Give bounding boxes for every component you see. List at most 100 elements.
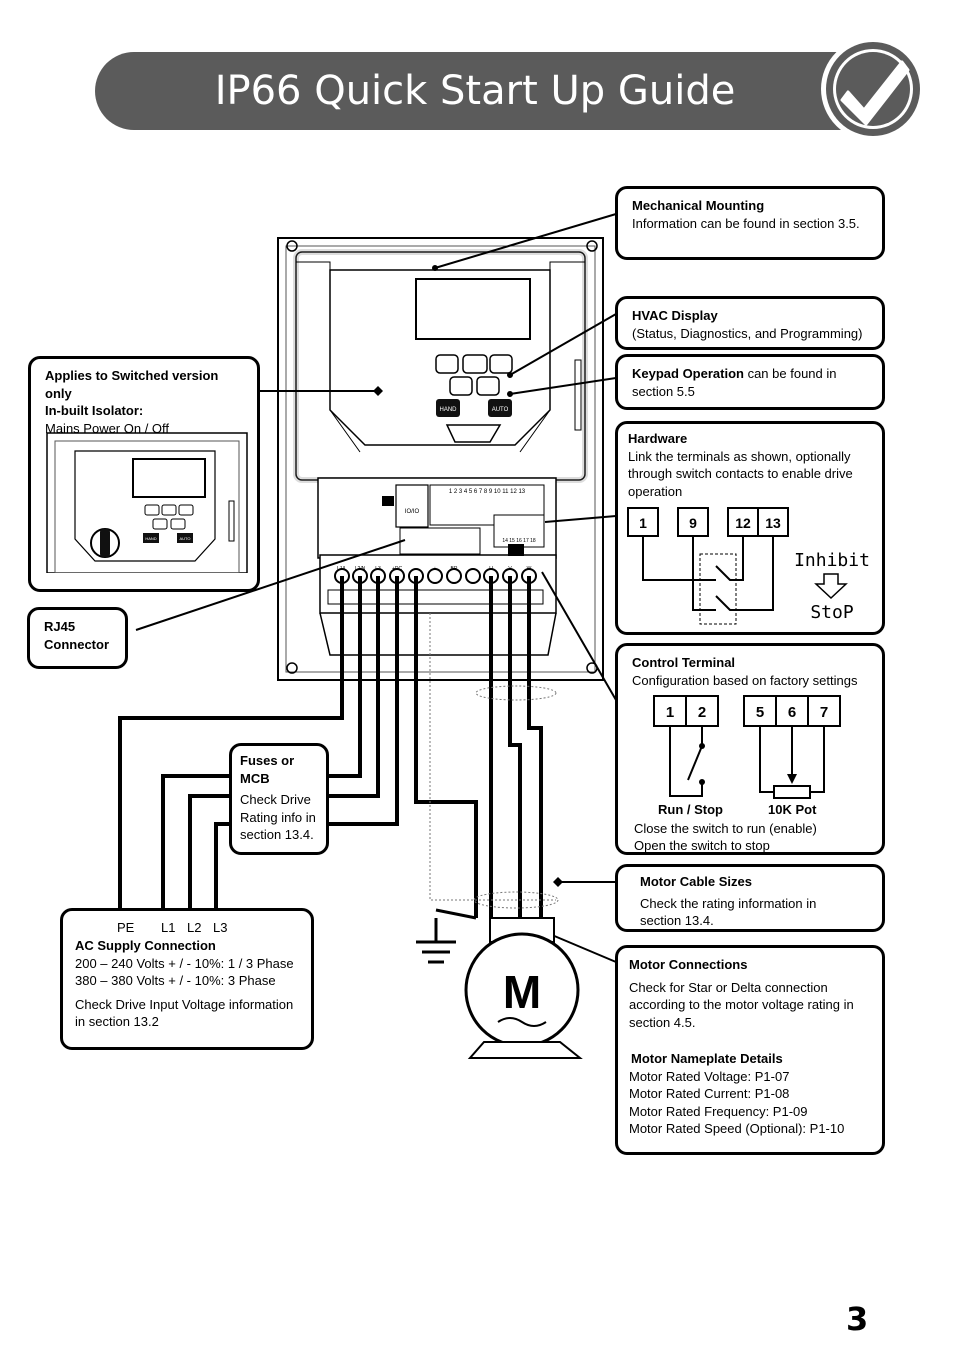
isolator-title: Applies to Switched version only	[45, 368, 219, 401]
keypad-title: Keypad Operation	[632, 366, 744, 381]
fuses-line: Rating info in	[240, 809, 316, 825]
isolator-text: Mains Power On / Off	[45, 420, 170, 436]
motor-cable-callout: Motor Cable Sizes Check the rating infor…	[615, 864, 885, 932]
ac-supply-line2: 380 – 380 Volts + / - 10%: 3 Phase	[75, 973, 276, 988]
terminal-label: W	[527, 566, 532, 572]
keypad-text: can be found in	[743, 366, 837, 381]
mechanical-title: Mechanical Mounting	[632, 198, 765, 213]
io-logo: IO/IO	[405, 509, 420, 515]
checkmark-icon	[821, 37, 925, 141]
ac-supply-title: AC Supply Connection	[75, 938, 216, 953]
ground-icon	[416, 908, 477, 964]
l2-label: L2	[187, 920, 202, 935]
lower-terminal-numbers: 14 15 16 17 18	[502, 538, 536, 544]
ac-supply-line4: in section 13.2	[75, 1014, 159, 1029]
motor-conn-line: according to the motor voltage rating in	[629, 997, 854, 1012]
rj45-line1: RJ45	[44, 619, 76, 634]
isolator-callout: Applies to Switched version only In-buil…	[28, 356, 260, 592]
terminal-screw	[446, 568, 462, 584]
fuses-line: section 13.4.	[240, 827, 314, 842]
header-banner: IP66 Quick Start Up Guide	[95, 52, 895, 130]
terminal-screw	[427, 568, 443, 584]
motor-screen	[429, 613, 559, 909]
control-text: Configuration based on factory settings	[632, 672, 858, 688]
terminal-label: –	[472, 566, 475, 572]
control-wiring-diagram: 1 2 5 6 7	[653, 695, 841, 799]
ac-supply-callout: PE L1 L2 L3 AC Supply Connection 200 – 2…	[60, 908, 314, 1050]
ctl-terminal-6: 6	[788, 704, 796, 721]
motor: M	[464, 917, 583, 1059]
control-line1: Close the switch to run (enable)	[634, 821, 817, 836]
terminal-label: L1/L	[337, 566, 347, 572]
rj45-callout: RJ45 Connector	[27, 607, 128, 669]
page-title: IP66 Quick Start Up Guide	[214, 68, 736, 114]
ac-supply-line1: 200 – 240 Volts + / - 10%: 1 / 3 Phase	[75, 955, 294, 971]
hvac-text: (Status, Diagnostics, and Programming)	[632, 325, 863, 341]
leader-lines	[135, 213, 617, 963]
motor-conn-title: Motor Connections	[629, 957, 748, 972]
hardware-title: Hardware	[628, 431, 688, 446]
nameplate-item: Motor Rated Voltage: P1-07	[629, 1068, 790, 1084]
ac-supply-line3: Check Drive Input Voltage information	[75, 996, 294, 1012]
isolator-auto-key: AUTO	[179, 536, 190, 541]
pot-label: 10K Pot	[768, 802, 817, 817]
terminal-label: U	[489, 566, 493, 572]
ctl-terminal-5: 5	[756, 704, 764, 721]
hvac-title: HVAC Display	[632, 308, 718, 323]
terminal-label: L3	[375, 566, 381, 572]
motor-cable-title: Motor Cable Sizes	[640, 874, 752, 889]
motor-conn-line: section 4.5.	[629, 1014, 696, 1030]
ctl-terminal-7: 7	[820, 704, 828, 721]
control-line2: Open the switch to stop	[634, 838, 770, 853]
rj45-line2: Connector	[44, 636, 109, 652]
run-stop-label: Run / Stop	[658, 802, 723, 817]
ctl-terminal-1: 1	[666, 704, 674, 721]
control-title: Control Terminal	[632, 655, 736, 670]
terminal-label: BR	[451, 566, 458, 572]
hardware-link-diagram: 1 9 12 13 Inhibit StoP	[627, 507, 870, 625]
fuses-title: Fuses or MCB	[240, 753, 295, 786]
l3-label: L3	[213, 920, 228, 935]
drive-enclosure: HAND AUTO IO/IO 1 2 3 4 5 6 7 8 9 10 11 …	[277, 237, 604, 681]
hw-terminal-1: 1	[639, 515, 647, 531]
hardware-callout: Hardware Link the terminals as shown, op…	[615, 421, 885, 635]
hand-key: HAND	[439, 407, 457, 413]
hardware-line: through switch contacts to enable drive	[628, 466, 853, 481]
isolator-drive-image: HAND AUTO	[46, 432, 248, 573]
keypad-section: section 5.5	[632, 383, 695, 399]
control-terminal-callout: Control Terminal Configuration based on …	[615, 643, 885, 855]
l1-label: L1	[161, 920, 176, 935]
motor-connections-callout: Motor Connections Check for Star or Delt…	[615, 945, 885, 1155]
page-number: 3	[846, 1300, 869, 1338]
nameplate-item: Motor Rated Frequency: P1-09	[629, 1103, 808, 1119]
hardware-line: operation	[628, 483, 683, 499]
isolator-hand-key: HAND	[145, 536, 156, 541]
hw-terminal-12: 12	[735, 515, 751, 531]
hvac-display-callout: HVAC Display (Status, Diagnostics, and P…	[615, 296, 885, 350]
terminal-label: +	[434, 566, 437, 572]
motor-cable-line: section 13.4.	[640, 913, 714, 928]
keypad-operation-callout: Keypad Operation can be found in section…	[615, 354, 885, 410]
auto-key: AUTO	[492, 407, 509, 413]
fuses-callout: Fuses or MCB Check Drive Rating info in …	[229, 743, 329, 855]
hw-terminal-13: 13	[765, 515, 781, 531]
mechanical-mounting-callout: Mechanical Mounting Information can be f…	[615, 186, 885, 260]
terminal-label: +DC	[392, 566, 403, 572]
stop-label: StoP	[810, 602, 854, 623]
nameplate-title: Motor Nameplate Details	[631, 1051, 783, 1066]
fuses-line: Check Drive	[240, 792, 311, 807]
hw-terminal-9: 9	[689, 515, 697, 531]
control-terminal-numbers: 1 2 3 4 5 6 7 8 9 10 11 12 13	[449, 489, 526, 495]
motor-conn-line: Check for Star or Delta connection	[629, 979, 828, 995]
terminal-label: L2/N	[355, 566, 366, 572]
nameplate-item: Motor Rated Speed (Optional): P1-10	[629, 1121, 845, 1136]
nameplate-item: Motor Rated Current: P1-08	[629, 1086, 790, 1101]
ctl-terminal-2: 2	[698, 704, 706, 721]
motor-label: M	[503, 966, 541, 1018]
terminal-label: V	[508, 566, 512, 572]
hardware-line: Link the terminals as shown, optionally	[628, 448, 851, 464]
arrow-down-icon	[814, 573, 848, 600]
isolator-subtitle: In-built Isolator:	[45, 403, 144, 418]
motor-cable-line: Check the rating information in	[640, 895, 817, 911]
